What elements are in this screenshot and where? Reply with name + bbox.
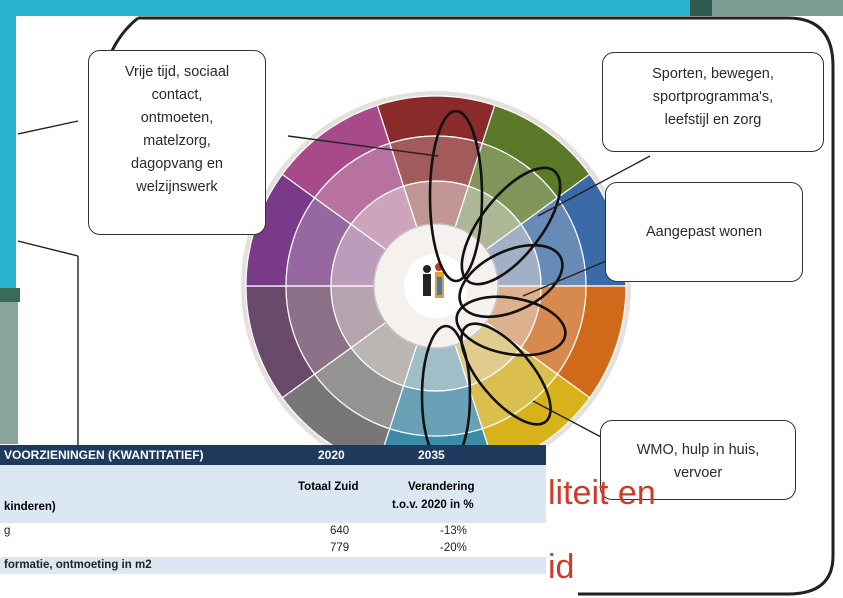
oval-right (458, 243, 564, 319)
left-accent-bar (0, 0, 16, 288)
col-change-sub: t.o.v. 2020 in % (392, 499, 474, 511)
table-row: 779 -20% (330, 542, 467, 554)
col-change: Verandering (408, 481, 475, 493)
wheel (241, 91, 631, 481)
year-2035: 2035 (418, 448, 445, 462)
table-subheader-band: Totaal Zuid Verandering t.o.v. 2020 in %… (0, 465, 546, 523)
callout-housing: Aangepast wonen (605, 182, 803, 282)
callout-leisure: Vrije tijd, sociaal contact, ontmoeten, … (88, 50, 266, 235)
top-accent-bar (0, 0, 843, 16)
oval-right-lower (455, 295, 567, 357)
facilities-table: VOORZIENINGEN (KWANTITATIEF) 2020 2035 T… (0, 445, 546, 598)
corner-gray-block (712, 0, 843, 16)
corner-dark-block (690, 0, 712, 16)
callout-sports: Sporten, bewegen, sportprogramma's, leef… (602, 52, 824, 152)
left-dark-band (0, 288, 20, 302)
outer-callout-frame (138, 16, 835, 596)
oval-lower-right (460, 322, 552, 426)
callout-wmo: WMO, hulp in huis, vervoer (600, 420, 796, 500)
overlay-title-line2: id (548, 548, 575, 586)
table-title: VOORZIENINGEN (KWANTITATIEF) (4, 448, 204, 462)
pointer-line-lower (18, 240, 79, 257)
table-row: g 640 -13% (4, 525, 467, 537)
pointer-line-upper (18, 120, 79, 135)
pointer-housing (522, 255, 619, 297)
pointer-leisure (287, 135, 439, 157)
left-gray-panel (0, 302, 18, 444)
group-label: kinderen) (4, 501, 56, 513)
table-footer-row: formatie, ontmoeting in m2 (0, 557, 546, 574)
diagram-canvas (18, 16, 835, 596)
table-header: VOORZIENINGEN (KWANTITATIEF) 2020 2035 (0, 445, 546, 465)
pointer-sports (537, 155, 651, 217)
col-total: Totaal Zuid (298, 481, 359, 493)
people-icon (423, 263, 444, 298)
oval-top (428, 109, 484, 283)
year-2020: 2020 (318, 448, 345, 462)
overlay-title-line1: liteit en (548, 474, 656, 512)
